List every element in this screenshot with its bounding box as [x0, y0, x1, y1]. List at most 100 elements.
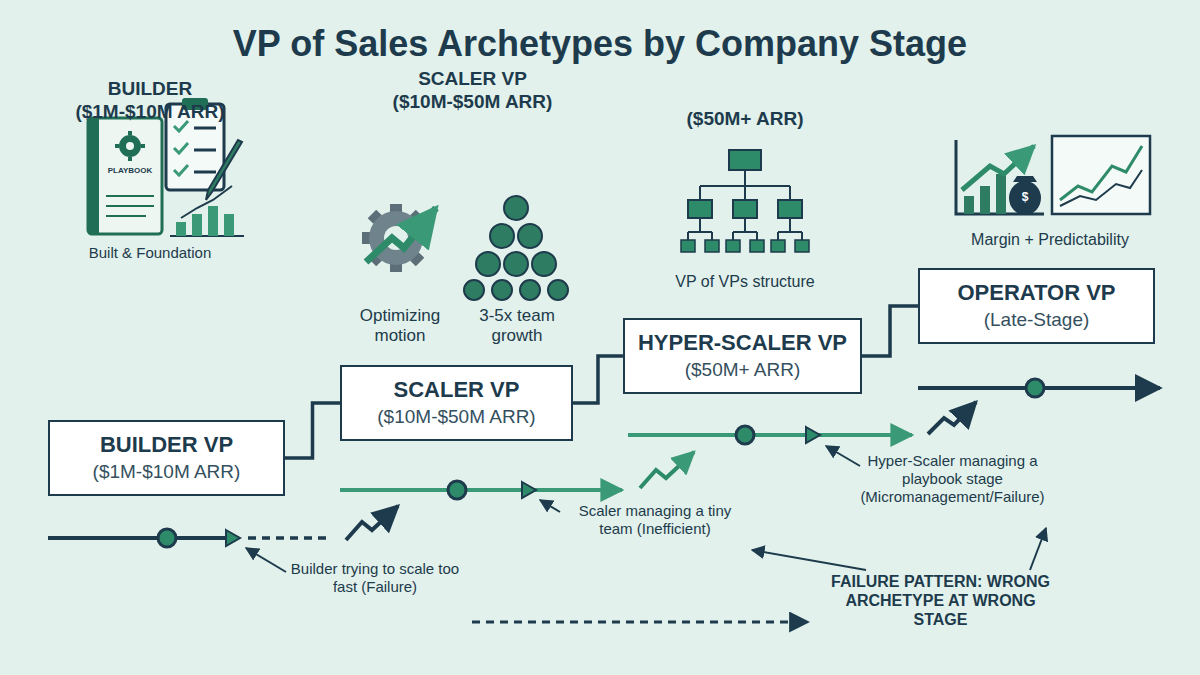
book-title: PLAYBOOK [100, 166, 160, 176]
growth-chart-icon [980, 186, 990, 214]
team-icon [476, 252, 500, 276]
diagram-title: VP of Sales Archetypes by Company Stage [0, 22, 1200, 65]
org-chart-icon [705, 240, 719, 252]
builder-timeline [158, 529, 176, 547]
playbook-icon [88, 118, 99, 234]
team-icon [490, 224, 514, 248]
growth-chart-icon [1009, 181, 1041, 215]
box-subtext: ($1M-$10M ARR) [62, 461, 271, 484]
team-icon [464, 280, 484, 300]
scaler-timeline [640, 452, 694, 488]
gear-icon [366, 208, 436, 262]
builder-timeline [226, 530, 240, 546]
step-connector [862, 306, 918, 356]
scaler-timeline [448, 481, 466, 499]
bar-chart-icon [224, 214, 234, 236]
box-heading: HYPER-SCALER VP [637, 330, 848, 356]
bar-chart-icon [208, 206, 218, 236]
operator-timeline [918, 379, 1160, 397]
stage-heading: ($50M+ ARR) [665, 108, 825, 131]
org-chart-icon [688, 200, 712, 218]
box-heading: BUILDER VP [62, 432, 271, 458]
org-chart-icon [733, 200, 757, 218]
playbook-icon [106, 196, 154, 216]
org-chart-icon [750, 240, 764, 252]
org-chart-icon [795, 240, 809, 252]
playbook-icon [119, 135, 141, 157]
hyper-scaler-timeline [928, 402, 976, 434]
icon-caption: Optimizing motion [340, 306, 460, 347]
growth-chart-icon [956, 140, 1044, 215]
stage-box: OPERATOR VP (Late-Stage) [918, 268, 1155, 344]
bar-chart-icon [170, 186, 244, 236]
playbook-icon [126, 142, 134, 150]
bar-chart-icon [192, 214, 202, 236]
org-chart-icon [778, 200, 802, 218]
trend-chart-icon [1052, 136, 1150, 214]
playbook-icon [88, 118, 162, 234]
stage-box: HYPER-SCALER VP ($50M+ ARR) [623, 318, 862, 394]
leader-arrow [752, 550, 866, 570]
failure-note: Builder trying to scale too fast (Failur… [290, 560, 460, 596]
step-connector [285, 403, 340, 458]
builder-timeline [48, 536, 226, 540]
growth-chart-icon [956, 140, 1044, 214]
stage-heading: BUILDER ($1M-$10M ARR) [70, 78, 230, 124]
trend-chart-icon [1052, 136, 1150, 214]
hyper-scaler-timeline [736, 426, 754, 444]
icon-caption: Margin + Predictability [930, 230, 1170, 249]
box-subtext: ($10M-$50M ARR) [354, 406, 559, 429]
box-heading: OPERATOR VP [932, 280, 1141, 306]
org-chart-icon [726, 240, 740, 252]
leader-arrow [472, 621, 808, 624]
operator-timeline [1026, 379, 1044, 397]
step-connector [573, 356, 623, 403]
failure-note: Scaler managing a tiny team (Inefficient… [560, 502, 750, 538]
org-chart-icon [681, 240, 695, 252]
org-chart-icon [771, 240, 785, 252]
clipboard-icon [174, 121, 188, 175]
failure-note: Hyper-Scaler managing a playbook stage (… [845, 452, 1060, 506]
team-icon [548, 280, 568, 300]
playbook-icon [115, 131, 145, 161]
team-icon [532, 252, 556, 276]
icon-caption: 3-5x team growth [462, 306, 572, 347]
leader-arrow [246, 548, 286, 572]
icon-caption: Built & Foundation [60, 244, 240, 262]
leader-arrow [540, 500, 560, 512]
scaler-timeline [340, 488, 622, 492]
org-chart-icon [688, 170, 802, 240]
hyper-scaler-timeline [806, 427, 820, 443]
clipboard-icon [194, 128, 216, 172]
hyper-scaler-timeline [628, 433, 912, 437]
bar-chart-icon [181, 186, 232, 218]
team-icon [504, 252, 528, 276]
gear-icon [362, 204, 436, 272]
bar-chart-icon [176, 222, 186, 236]
box-heading: SCALER VP [354, 377, 559, 403]
team-icon [492, 280, 512, 300]
trend-chart-icon [1060, 146, 1142, 200]
leader-arrow [1030, 528, 1046, 570]
box-subtext: (Late-Stage) [932, 309, 1141, 332]
leader-arrow [826, 446, 860, 466]
scaler-timeline [340, 452, 694, 499]
org-chart-icon [729, 150, 761, 170]
growth-chart-icon [964, 196, 974, 214]
builder-timeline [48, 506, 398, 547]
trend-chart-icon [1060, 170, 1142, 206]
scaler-timeline [522, 482, 536, 498]
builder-timeline [248, 536, 330, 540]
growth-chart-icon [996, 174, 1006, 214]
builder-timeline [346, 506, 398, 540]
stage-box: SCALER VP ($10M-$50M ARR) [340, 365, 573, 441]
stage-heading: SCALER VP ($10M-$50M ARR) [385, 68, 560, 114]
stage-box: BUILDER VP ($1M-$10M ARR) [48, 420, 285, 496]
org-chart-icon [681, 150, 809, 252]
team-icon [520, 280, 540, 300]
box-subtext: ($50M+ ARR) [637, 359, 848, 382]
playbook-icon [88, 118, 162, 234]
icon-caption: VP of VPs structure [645, 272, 845, 291]
currency-sign: $ [1013, 190, 1037, 204]
